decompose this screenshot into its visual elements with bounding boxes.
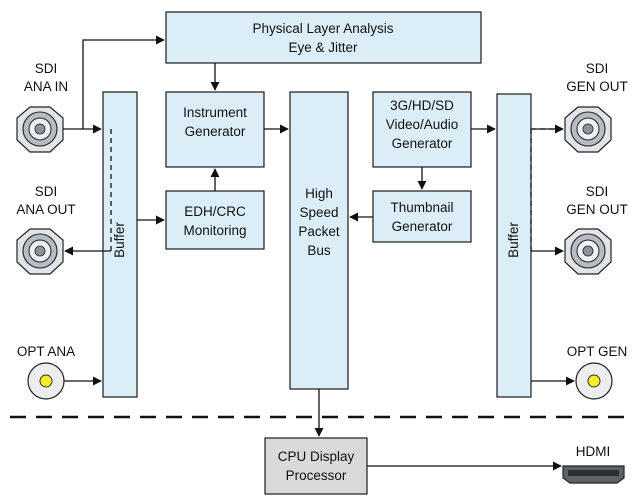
buffer-left-block: Buffer <box>102 91 138 398</box>
hdmi-label: HDMI <box>576 444 611 459</box>
thumbnail-label-line1: Thumbnail <box>390 200 453 215</box>
bnc-sdi-ana-in-icon <box>16 106 64 153</box>
edh-crc-label-line1: EDH/CRC <box>184 204 246 219</box>
thumbnail-generator-block: Thumbnail Generator <box>372 190 472 243</box>
sdi-ana-out-label-line1: SDI <box>35 184 58 199</box>
hdmi-connector-icon <box>562 465 625 484</box>
buffer-right-block: Buffer <box>496 93 532 398</box>
sdi-gen-out-2-label-line1: SDI <box>586 184 609 199</box>
bus-label-line1: High <box>305 186 333 201</box>
opt-ana-label: OPT ANA <box>17 344 75 359</box>
buffer-right-label: Buffer <box>506 222 521 258</box>
video-gen-label-line3: Generator <box>392 136 453 151</box>
edh-crc-label-line2: Monitoring <box>183 223 246 238</box>
cpu-display-processor-block: CPU Display Processor <box>264 437 368 495</box>
cpu-label-line1: CPU Display <box>278 449 355 464</box>
buffer-left-label: Buffer <box>112 222 127 258</box>
cpu-label-line2: Processor <box>286 468 347 483</box>
physical-layer-label-line2: Eye & Jitter <box>288 40 358 55</box>
physical-layer-analysis-block: Physical Layer Analysis Eye & Jitter <box>165 11 482 64</box>
bus-label-line4: Bus <box>307 243 331 258</box>
bus-label-line3: Packet <box>298 224 340 239</box>
instrument-generator-block: Instrument Generator <box>165 91 265 168</box>
sdi-ana-out-label-line2: ANA OUT <box>16 202 75 217</box>
sdi-gen-out-2-label-line2: GEN OUT <box>566 202 628 217</box>
opt-gen-label: OPT GEN <box>567 344 628 359</box>
sdi-ana-in-label-line1: SDI <box>35 61 58 76</box>
bus-label-line2: Speed <box>299 205 338 220</box>
video-gen-label-line2: Video/Audio <box>386 117 459 132</box>
optical-gen-connector-icon <box>575 362 613 400</box>
optical-ana-connector-icon <box>27 362 65 400</box>
instrument-generator-label-line1: Instrument <box>183 105 247 120</box>
edh-crc-monitoring-block: EDH/CRC Monitoring <box>165 190 265 250</box>
wire-ana-in-to-physical-layer <box>82 35 165 129</box>
high-speed-packet-bus-block: High Speed Packet Bus <box>289 91 349 390</box>
sdi-gen-out-1-label-line2: GEN OUT <box>566 79 628 94</box>
sdi-ana-in-label-line2: ANA IN <box>24 79 68 94</box>
video-audio-generator-block: 3G/HD/SD Video/Audio Generator <box>372 91 472 168</box>
bnc-sdi-gen-out-1-icon <box>564 106 612 153</box>
bnc-sdi-ana-out-icon <box>16 228 64 275</box>
instrument-generator-label-line2: Generator <box>185 124 246 139</box>
video-gen-label-line1: 3G/HD/SD <box>390 98 454 113</box>
bnc-sdi-gen-out-2-icon <box>564 228 612 275</box>
physical-layer-label-line1: Physical Layer Analysis <box>252 21 393 36</box>
sdi-gen-out-1-label-line1: SDI <box>586 61 609 76</box>
thumbnail-label-line2: Generator <box>392 219 453 234</box>
